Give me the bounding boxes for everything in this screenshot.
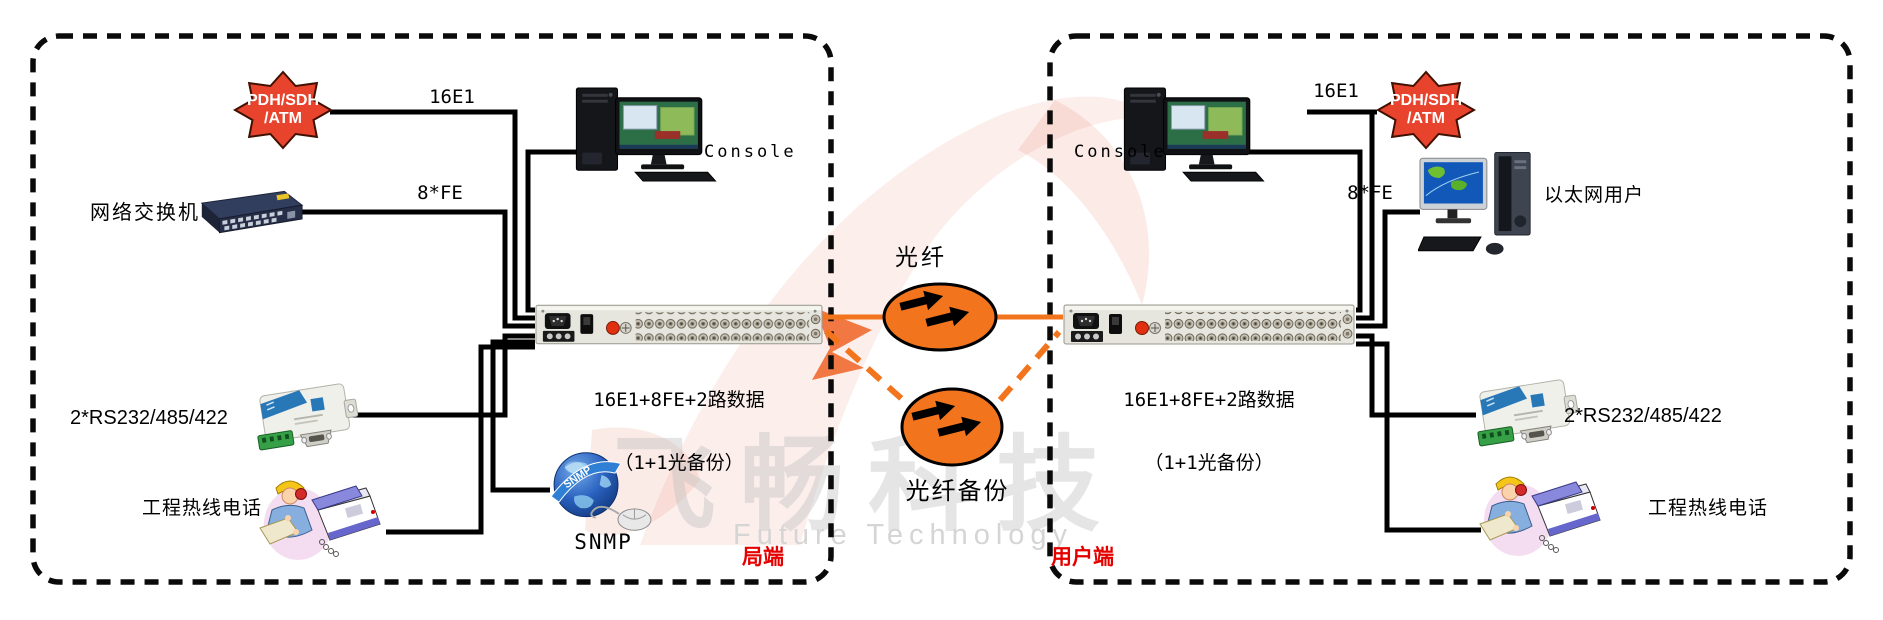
watermark-title: 飞畅科技 [612, 428, 1125, 544]
wire-snmp-left [490, 339, 550, 493]
label-16e1-left: 16E1 [429, 86, 475, 108]
hotline-phone-right [1478, 462, 1610, 562]
pdh-sdh-atm-starburst-left: PDH/SDH /ATM [233, 70, 333, 150]
pdh-sdh-atm-starburst-right: PDH/SDH /ATM [1376, 70, 1476, 150]
wire-rs232-left [350, 333, 535, 418]
label-8fe-right: 8*FE [1347, 182, 1393, 204]
left-box-tag: 局端 [742, 546, 784, 569]
dashed-borders [30, 33, 1853, 585]
mux-caption-left: 16E1+8FE+2路数据 （1+1光备份） [533, 348, 825, 516]
mux-caption-left-line1: 16E1+8FE+2路数据 [593, 389, 765, 411]
mux-device-left [535, 302, 823, 347]
wire-rs232-right [1356, 333, 1476, 418]
mux-caption-right-line2: （1+1光备份） [1144, 452, 1274, 474]
network-switch-graphic [200, 190, 304, 234]
label-console-right: Console [1074, 142, 1167, 162]
label-fiber-backup: 光纤备份 [905, 478, 1010, 505]
wire-16e1-left [330, 109, 535, 321]
label-phone-left: 工程热线电话 [142, 498, 263, 519]
wire-8fe-right [1356, 209, 1420, 329]
right-box-tag: 用户端 [1051, 546, 1114, 569]
black-wires [300, 109, 1481, 535]
mux-caption-right: 16E1+8FE+2路数据 （1+1光备份） [1061, 348, 1357, 516]
console-pc-right [1118, 86, 1266, 184]
label-console-left: Console [704, 142, 797, 162]
fiber-node-main [882, 282, 998, 352]
wire-console-right [1240, 149, 1363, 313]
wire-phone-left [386, 344, 535, 535]
wire-phone-right [1356, 341, 1481, 533]
left-box-border [30, 33, 834, 585]
starburst-left-line1: PDH/SDH [246, 92, 319, 109]
ethernet-user-pc [1418, 152, 1531, 255]
console-pc-left [570, 86, 718, 184]
label-phone-right: 工程热线电话 [1648, 498, 1769, 519]
starburst-right-line1: PDH/SDH [1389, 92, 1462, 109]
label-rs232-left: 2*RS232/485/422 [70, 407, 228, 429]
label-snmp: SNMP [574, 530, 633, 554]
label-network-switch: 网络交换机 [90, 202, 200, 224]
fiber-backup-links [823, 328, 1062, 403]
serial-converter-left [252, 374, 360, 456]
fiber-backup-left [823, 328, 906, 403]
fiber-node-backup [900, 387, 1004, 467]
label-rs232-right: 2*RS232/485/422 [1564, 405, 1722, 427]
label-8fe-left: 8*FE [417, 182, 463, 204]
starburst-right-line2: /ATM [1407, 110, 1445, 127]
hotline-phone-left [258, 466, 390, 566]
wire-16e1-right [1307, 109, 1377, 321]
snmp-globe-graphic: SNMP [550, 452, 652, 531]
starburst-left-line2: /ATM [264, 110, 302, 127]
fiber-backup-right [997, 330, 1062, 402]
label-16e1-right: 16E1 [1313, 80, 1359, 102]
wire-console-left [525, 149, 578, 313]
mux-caption-left-line2: （1+1光备份） [614, 452, 744, 474]
label-ethernet-user: 以太网用户 [1544, 185, 1645, 206]
label-fiber: 光纤 [895, 244, 947, 270]
right-box-border [1047, 33, 1853, 585]
mux-device-right [1063, 302, 1355, 347]
watermark-subtitle: Future Technology [733, 519, 1074, 551]
mux-caption-right-line1: 16E1+8FE+2路数据 [1123, 389, 1295, 411]
wire-8fe-left [300, 209, 535, 329]
